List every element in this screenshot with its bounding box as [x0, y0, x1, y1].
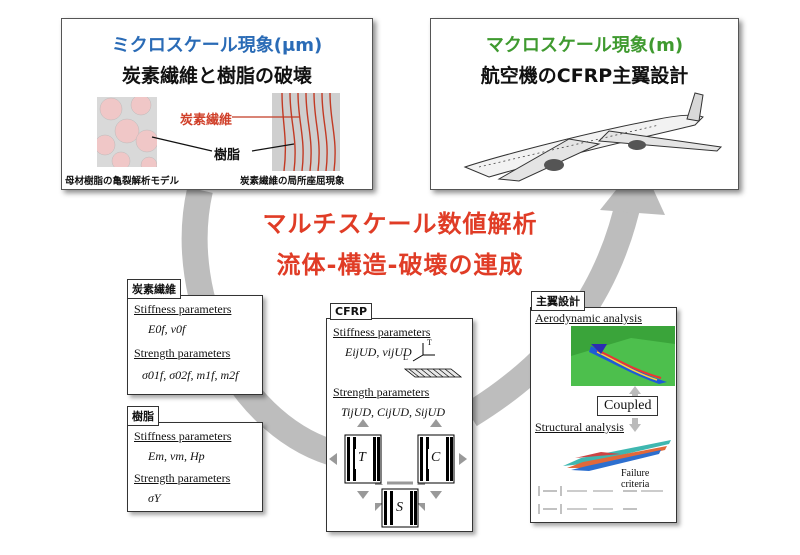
macro-subtitle: 航空機のCFRP主翼設計	[480, 65, 689, 87]
caption-buckling: 炭素繊維の局所座屈現象	[240, 176, 345, 187]
shear-label: S	[396, 500, 403, 515]
fiber-panel: Stiffness parameters E0f, ν0f Strength p…	[127, 295, 263, 395]
strength-test-diagram	[329, 419, 467, 528]
failure-criteria-equations	[538, 486, 663, 514]
cfrp-panel: Stiffness parameters EijUD, νijUD L T St…	[326, 318, 473, 532]
fiber-strength-label: Strength parameters	[134, 346, 231, 360]
resin-crack-model-image	[97, 97, 157, 167]
coupling-title: 流体-構造-破壊の連成	[276, 251, 524, 279]
resin-stiffness-expr: Em, νm, Hp	[148, 449, 205, 463]
resin-strength-expr: σY	[148, 491, 161, 505]
resin-panel-tab: 樹脂	[127, 406, 159, 426]
structural-label: Structural analysis	[535, 420, 624, 434]
structural-fem-image	[563, 440, 671, 471]
cfrp-strength-label: Strength parameters	[333, 385, 430, 399]
resin-strength-label: Strength parameters	[134, 471, 231, 485]
micro-subtitle: 炭素繊維と樹脂の破壊	[121, 65, 312, 87]
cfrp-panel-tab: CFRP	[330, 303, 373, 320]
resin-stiffness-label: Stiffness parameters	[134, 429, 232, 443]
cfrp-stiffness-expr: EijUD, νijUD	[345, 345, 412, 359]
tension-label: T	[358, 450, 366, 465]
micro-scale-box: ミクロスケール現象(μm) 炭素繊維と樹脂の破壊 炭素繊維 樹脂 母材樹脂の亀裂…	[61, 18, 373, 190]
fiber-buckling-image	[272, 93, 340, 171]
multiscale-analysis-title: マルチスケール数値解析	[262, 210, 538, 238]
cfrp-stiffness-label: Stiffness parameters	[333, 325, 431, 339]
aero-label: Aerodynamic analysis	[535, 311, 642, 325]
fiber-strength-expr: σ01f, σ02f, m1f, m2f	[142, 368, 239, 382]
wing-panel-tab: 主翼設計	[531, 291, 585, 311]
axis-t-label: T	[427, 338, 432, 347]
aero-cfd-image	[571, 326, 675, 386]
fiber-stiffness-label: Stiffness parameters	[134, 302, 232, 316]
macro-title: マクロスケール現象(m)	[485, 35, 684, 56]
fiber-label: 炭素繊維	[180, 113, 233, 128]
caption-crack-model: 母材樹脂の亀裂解析モデル	[65, 176, 180, 187]
resin-label: 樹脂	[214, 148, 241, 163]
resin-panel: Stiffness parameters Em, νm, Hp Strength…	[127, 422, 263, 512]
cfrp-strength-expr: TijUD, CijUD, SijUD	[341, 405, 446, 419]
failure-criteria-label: Failure criteria	[621, 468, 650, 490]
compression-label: C	[431, 450, 441, 465]
label-pointer-lines	[151, 116, 300, 152]
wing-panel: Aerodynamic analysis Coupled Structural …	[530, 307, 677, 523]
macro-scale-box: マクロスケール現象(m) 航空機のCFRP主翼設計	[430, 18, 739, 190]
fiber-panel-tab: 炭素繊維	[127, 279, 181, 299]
micro-title: ミクロスケール現象(μm)	[111, 35, 323, 56]
airplane-image	[463, 92, 723, 182]
laminate-coordinate-image	[403, 343, 463, 378]
axis-l-label: L	[403, 353, 408, 362]
coupled-label: Coupled	[597, 396, 659, 416]
fiber-stiffness-expr: E0f, ν0f	[148, 322, 186, 336]
